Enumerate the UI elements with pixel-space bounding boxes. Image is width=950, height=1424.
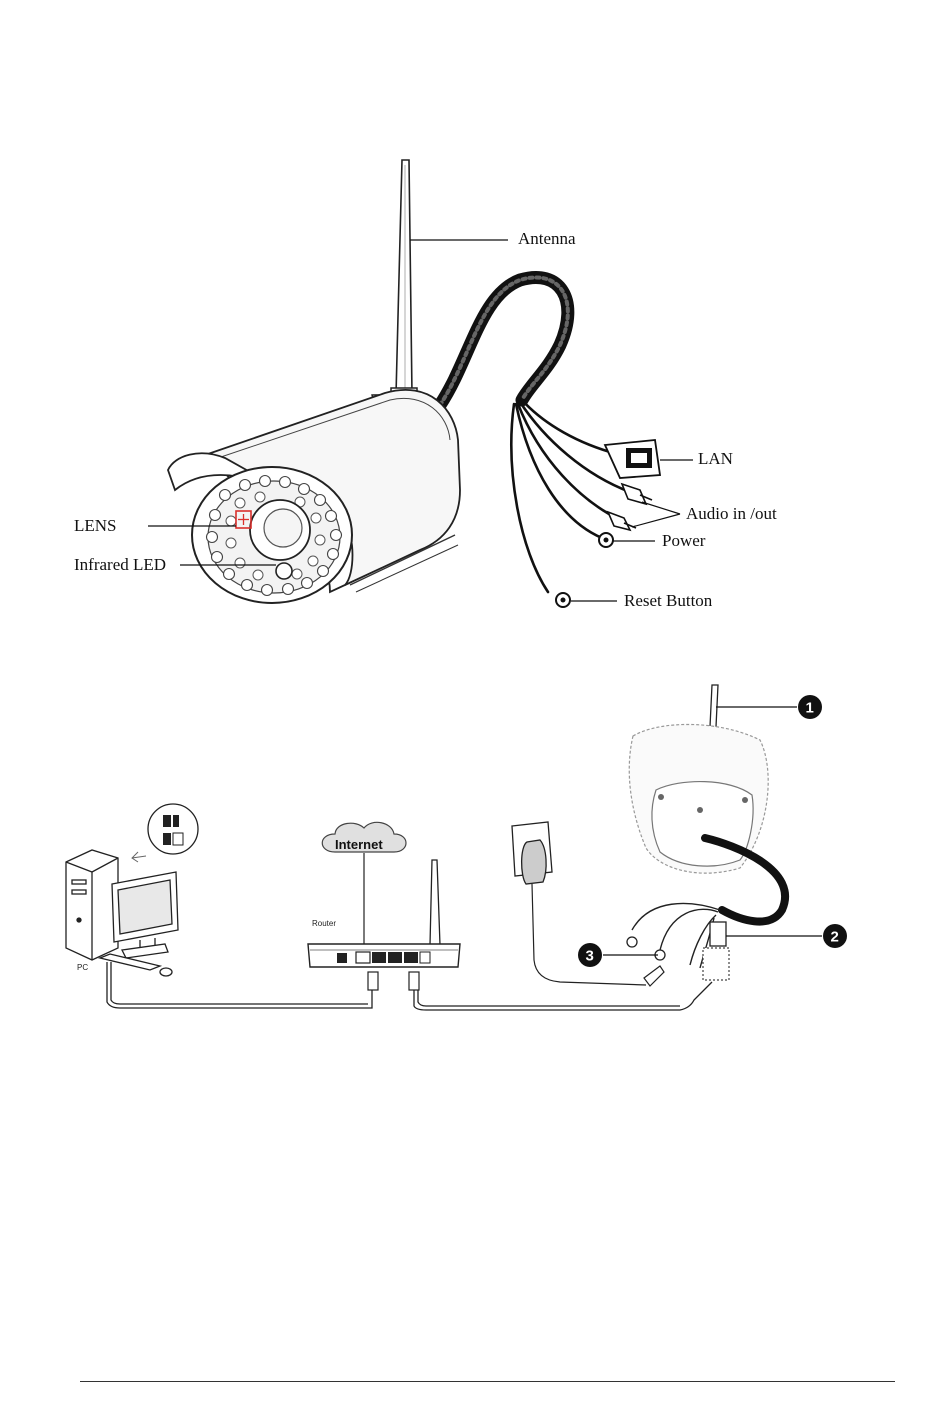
reset-button-icon xyxy=(556,593,570,607)
antenna-icon xyxy=(372,160,418,410)
router-label: Router xyxy=(312,919,336,928)
power-label: Power xyxy=(662,531,706,550)
callout-2-number: 2 xyxy=(831,929,839,946)
power-jack-icon xyxy=(599,533,613,547)
reset-button-label: Reset Button xyxy=(624,591,713,610)
network-cables xyxy=(107,962,712,1010)
internet-label: Internet xyxy=(335,837,383,852)
callout-2: 2 xyxy=(823,924,847,948)
camera-body xyxy=(168,390,460,603)
audio-label: Audio in /out xyxy=(686,504,777,523)
breakout-wires xyxy=(511,400,630,592)
camera-parts-diagram: Antenna LAN Audio in /out Power Reset Bu… xyxy=(74,160,777,610)
callout-3: 3 xyxy=(578,943,602,967)
infrared-led-label: Infrared LED xyxy=(74,555,166,574)
lan-label: LAN xyxy=(698,449,733,468)
antenna-label: Antenna xyxy=(518,229,576,248)
callout-1-number: 1 xyxy=(806,700,814,717)
connection-diagram: PC Internet Router xyxy=(66,685,847,1010)
camera-cable xyxy=(440,277,568,405)
pc-icon xyxy=(66,850,178,976)
footer-divider xyxy=(80,1381,895,1382)
internet-cloud-icon: Internet xyxy=(322,822,406,852)
camera-breakout-wires xyxy=(627,903,729,980)
screen-thumbnail-icon xyxy=(132,804,198,862)
callout-3-number: 3 xyxy=(586,948,594,965)
pc-label: PC xyxy=(77,963,88,972)
camera-installed-icon xyxy=(629,685,785,922)
callout-1: 1 xyxy=(798,695,822,719)
lan-connector-icon xyxy=(605,440,660,478)
lens-label: LENS xyxy=(74,516,117,535)
router-icon: Router xyxy=(308,860,460,967)
